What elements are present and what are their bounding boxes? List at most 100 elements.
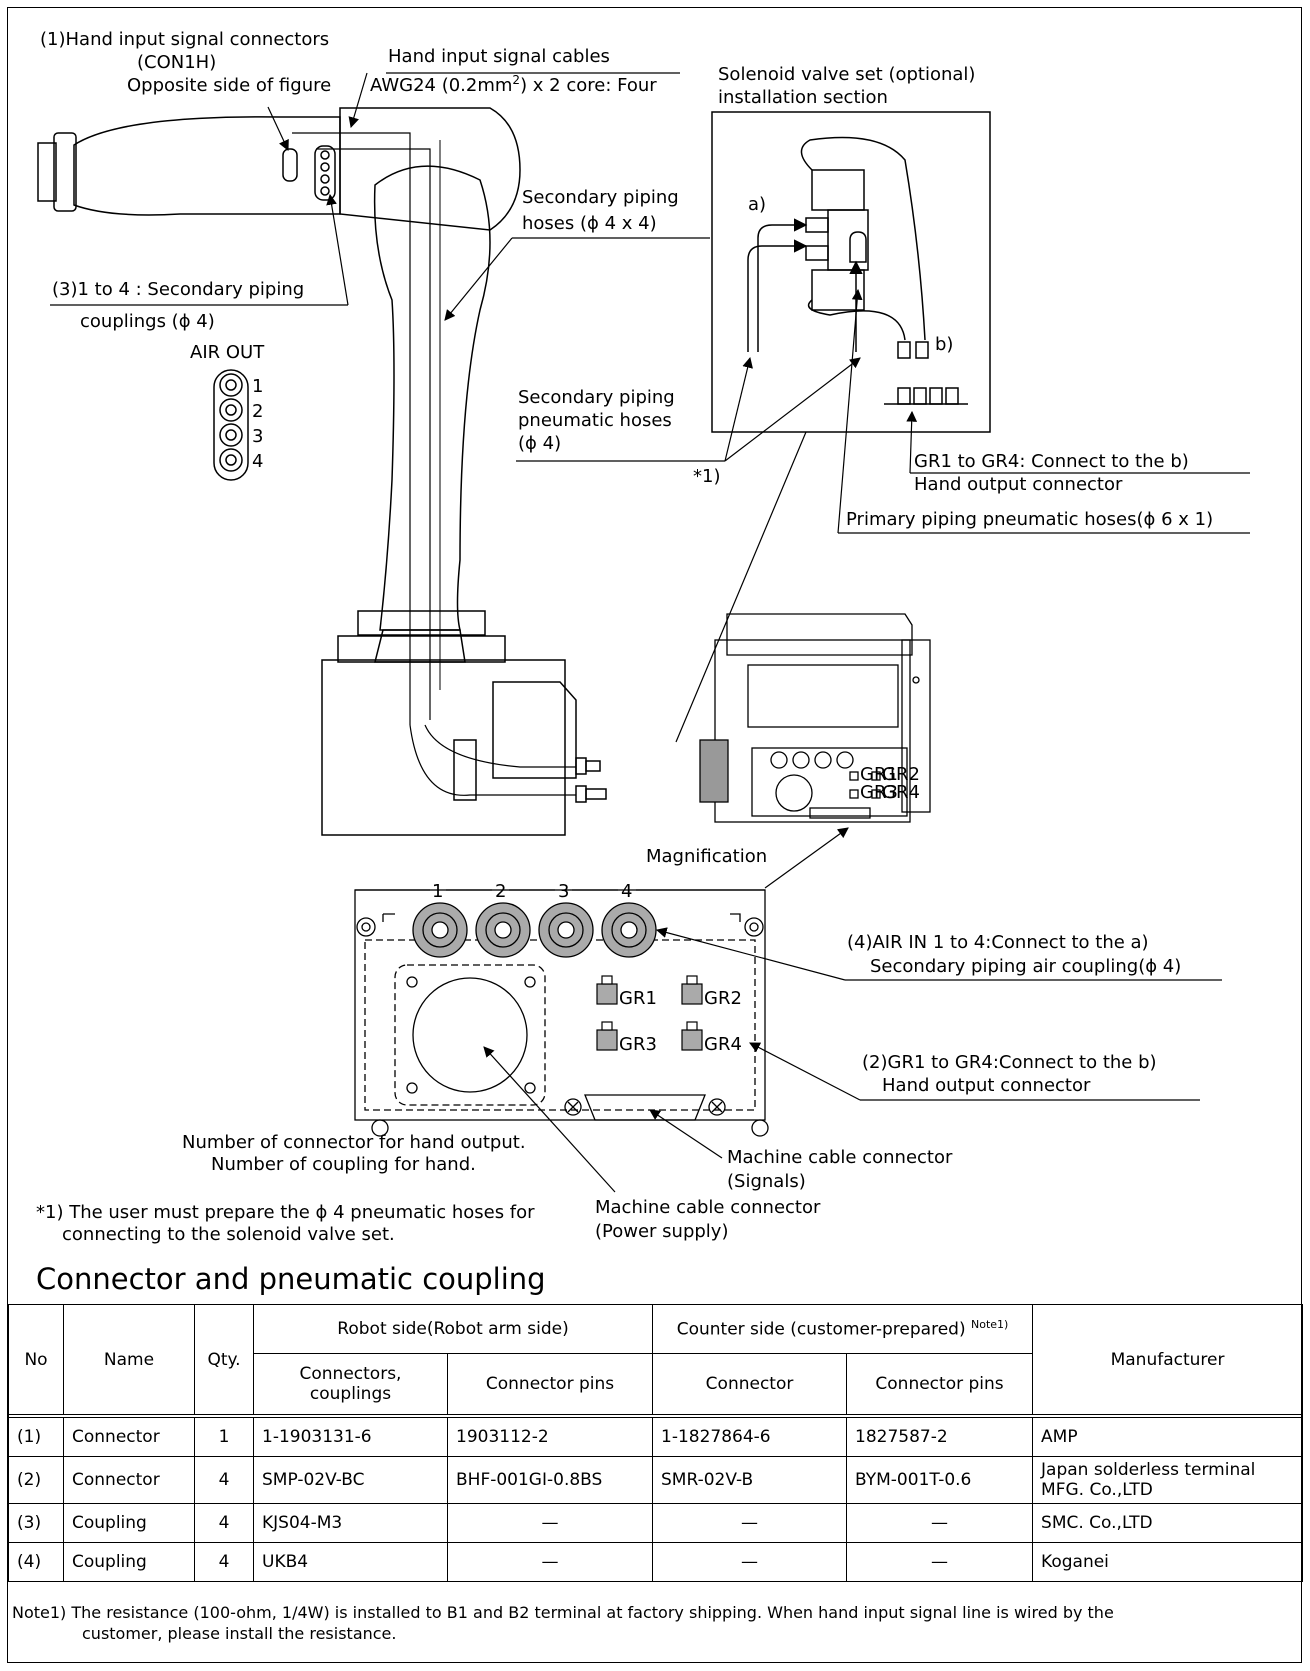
table-row: (4) Coupling 4 UKB4 — — — Koganei bbox=[8, 1542, 1304, 1582]
legend-connector-number-2: Number of coupling for hand. bbox=[211, 1154, 476, 1175]
small-gr4-label: GR4 bbox=[882, 782, 920, 803]
small-gr2-label: GR2 bbox=[882, 764, 920, 785]
port-number-3: 3 bbox=[558, 881, 569, 902]
note-marker: *1) bbox=[693, 466, 720, 487]
cell-counter-conn: SMR-02V-B bbox=[652, 1456, 848, 1504]
cell-no: (2) bbox=[8, 1456, 64, 1504]
cell-counter-pins: BYM-001T-0.6 bbox=[846, 1456, 1034, 1504]
cell-qty: 1 bbox=[194, 1417, 254, 1457]
air-out-port-1: 1 bbox=[252, 376, 263, 397]
callout-hand-input-connectors-3: Opposite side of figure bbox=[127, 75, 331, 96]
page-frame bbox=[7, 7, 1302, 1663]
cell-robot-conn: SMP-02V-BC bbox=[253, 1456, 448, 1504]
cell-qty: 4 bbox=[194, 1542, 254, 1582]
air-out-port-3: 3 bbox=[252, 426, 263, 447]
cell-qty: 4 bbox=[194, 1503, 254, 1543]
callout-power-2: (Power supply) bbox=[595, 1221, 728, 1242]
cell-counter-conn: 1-1827864-6 bbox=[652, 1417, 848, 1457]
header-name: Name bbox=[63, 1304, 195, 1415]
footnote-star-2: connecting to the solenoid valve set. bbox=[62, 1224, 395, 1245]
table-row: (3) Coupling 4 KJS04-M3 — — — SMC. Co.,L… bbox=[8, 1503, 1304, 1543]
port-number-4: 4 bbox=[621, 881, 632, 902]
callout-hand-input-connectors-2: (CON1H) bbox=[137, 52, 216, 73]
port-number-1: 1 bbox=[432, 881, 443, 902]
callout-hand-input-cables-2: AWG24 (0.2mm2) x 2 core: Four bbox=[370, 73, 657, 96]
gr-connectors bbox=[596, 975, 703, 1051]
header-connector: Connector bbox=[652, 1353, 848, 1415]
gr1-label: GR1 bbox=[619, 988, 657, 1009]
callout-gr-connect-1: GR1 to GR4: Connect to the b) bbox=[914, 451, 1189, 472]
cell-no: (1) bbox=[8, 1417, 64, 1457]
cell-robot-conn: UKB4 bbox=[253, 1542, 448, 1582]
air-out-block bbox=[213, 369, 249, 481]
callout-hand-input-connectors-1: (1)Hand input signal connectors bbox=[40, 29, 329, 50]
callout-secondary-hoses-1: Secondary piping bbox=[522, 187, 679, 208]
gr3-label: GR3 bbox=[619, 1034, 657, 1055]
connector-coupling-table: No Name Qty. Robot side(Robot arm side) … bbox=[7, 1304, 1304, 1582]
cell-no: (3) bbox=[8, 1503, 64, 1543]
footnote-line-2: customer, please install the resistance. bbox=[82, 1624, 397, 1643]
air-out-port-2: 2 bbox=[252, 401, 263, 422]
air-out-label: AIR OUT bbox=[190, 342, 265, 363]
callout-power-1: Machine cable connector bbox=[595, 1197, 821, 1218]
cell-robot-pins: BHF-001GI-0.8BS bbox=[446, 1456, 654, 1504]
callout-signals-1: Machine cable connector bbox=[727, 1147, 953, 1168]
small-gr3-label: GR3 bbox=[860, 782, 898, 803]
callout-solenoid-valve-1: Solenoid valve set (optional) bbox=[718, 64, 975, 85]
cell-robot-pins: 1903112-2 bbox=[446, 1417, 654, 1457]
table-row: (2) Connector 4 SMP-02V-BC BHF-001GI-0.8… bbox=[8, 1456, 1304, 1504]
cell-name: Connector bbox=[63, 1456, 195, 1504]
legend-connector-number-1: Number of connector for hand output. bbox=[182, 1132, 526, 1153]
air-out-port-4: 4 bbox=[252, 451, 263, 472]
callout-solenoid-valve-2: installation section bbox=[718, 87, 888, 108]
magnification-label: Magnification bbox=[646, 846, 767, 867]
valve-label-b: b) bbox=[935, 334, 953, 355]
header-connectors-couplings: Connectors, couplings bbox=[253, 1353, 448, 1415]
callout-pneumatic-hoses-3: (ϕ 4) bbox=[518, 433, 561, 454]
port-number-2: 2 bbox=[495, 881, 506, 902]
header-counter-side: Counter side (customer-prepared) Note1) bbox=[652, 1304, 1034, 1354]
cell-robot-conn: 1-1903131-6 bbox=[253, 1417, 448, 1457]
cell-name: Connector bbox=[63, 1417, 195, 1457]
callout-signals-2: (Signals) bbox=[727, 1171, 806, 1192]
header-counter-connector-pins: Connector pins bbox=[846, 1353, 1034, 1415]
cell-counter-conn: — bbox=[652, 1503, 848, 1543]
header-manufacturer: Manufacturer bbox=[1032, 1304, 1304, 1415]
magnified-panel-drawing bbox=[354, 889, 769, 1137]
base-view-drawing bbox=[699, 613, 931, 823]
cell-manufacturer: Koganei bbox=[1032, 1542, 1304, 1582]
callout-secondary-couplings-2: couplings (ϕ 4) bbox=[80, 311, 215, 332]
cell-qty: 4 bbox=[194, 1456, 254, 1504]
footnote-star-1: *1) The user must prepare the ϕ 4 pneuma… bbox=[36, 1202, 535, 1223]
header-connector-pins: Connector pins bbox=[446, 1353, 654, 1415]
callout-air-in-1: (4)AIR IN 1 to 4:Connect to the a) bbox=[847, 932, 1149, 953]
callout-secondary-couplings-1: (3)1 to 4 : Secondary piping bbox=[52, 279, 304, 300]
callout-pneumatic-hoses-1: Secondary piping bbox=[518, 387, 675, 408]
small-gr1-label: GR1 bbox=[860, 764, 898, 785]
callout-primary-hoses: Primary piping pneumatic hoses(ϕ 6 x 1) bbox=[846, 509, 1213, 530]
callout-gr-output-2: Hand output connector bbox=[882, 1075, 1091, 1096]
cell-counter-conn: — bbox=[652, 1542, 848, 1582]
cell-robot-conn: KJS04-M3 bbox=[253, 1503, 448, 1543]
gr2-label: GR2 bbox=[704, 988, 742, 1009]
table-row: (1) Connector 1 1-1903131-6 1903112-2 1-… bbox=[8, 1417, 1304, 1457]
cell-manufacturer: SMC. Co.,LTD bbox=[1032, 1503, 1304, 1543]
header-qty: Qty. bbox=[194, 1304, 254, 1415]
solenoid-valve-drawing bbox=[711, 111, 991, 433]
callout-gr-connect-2: Hand output connector bbox=[914, 474, 1123, 495]
gr4-label: GR4 bbox=[704, 1034, 742, 1055]
cell-name: Coupling bbox=[63, 1542, 195, 1582]
cell-manufacturer: Japan solderless terminal MFG. Co.,LTD bbox=[1032, 1456, 1304, 1504]
cell-name: Coupling bbox=[63, 1503, 195, 1543]
cell-counter-pins: — bbox=[846, 1542, 1034, 1582]
callout-secondary-hoses-2: hoses (ϕ 4 x 4) bbox=[522, 213, 657, 234]
callout-gr-output-1: (2)GR1 to GR4:Connect to the b) bbox=[862, 1052, 1157, 1073]
robot-figure: AIR OUT 1 2 3 4 (1)Hand input signal con… bbox=[36, 29, 1250, 1245]
callout-hand-input-cables-1: Hand input signal cables bbox=[388, 46, 610, 67]
robot-arm-drawing bbox=[37, 107, 607, 836]
cell-manufacturer: AMP bbox=[1032, 1417, 1304, 1457]
cell-counter-pins: — bbox=[846, 1503, 1034, 1543]
cell-robot-pins: — bbox=[446, 1542, 654, 1582]
cell-robot-pins: — bbox=[446, 1503, 654, 1543]
air-in-couplings bbox=[412, 902, 657, 958]
